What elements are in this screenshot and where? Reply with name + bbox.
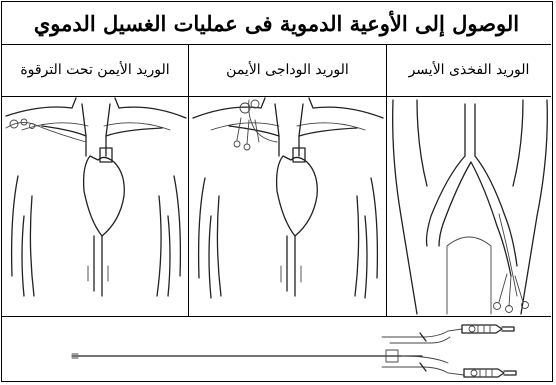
column-label-jugular: الوريد الوداجى الأيمن <box>189 44 386 97</box>
column-label-femoral: الوريد الفخذى الأيسر <box>387 44 551 97</box>
catheter-strip <box>2 316 551 382</box>
dialysis-catheter-illustration <box>2 317 551 382</box>
column-subclavian: الوريد الأيمن تحت الترقوة <box>2 44 189 316</box>
column-jugular: الوريد الوداجى الأيمن <box>189 44 387 316</box>
access-columns: الوريد الأيمن تحت الترقوة <box>2 44 551 316</box>
column-femoral: الوريد الفخذى الأيسر <box>387 44 551 316</box>
diagram-title: الوصول إلى الأوعية الدموية فى عمليات الغ… <box>2 2 551 45</box>
femoral-catheter-illustration <box>387 96 551 316</box>
subclavian-catheter-illustration <box>2 96 188 316</box>
column-label-subclavian: الوريد الأيمن تحت الترقوة <box>2 44 188 97</box>
jugular-catheter-illustration <box>189 96 386 316</box>
